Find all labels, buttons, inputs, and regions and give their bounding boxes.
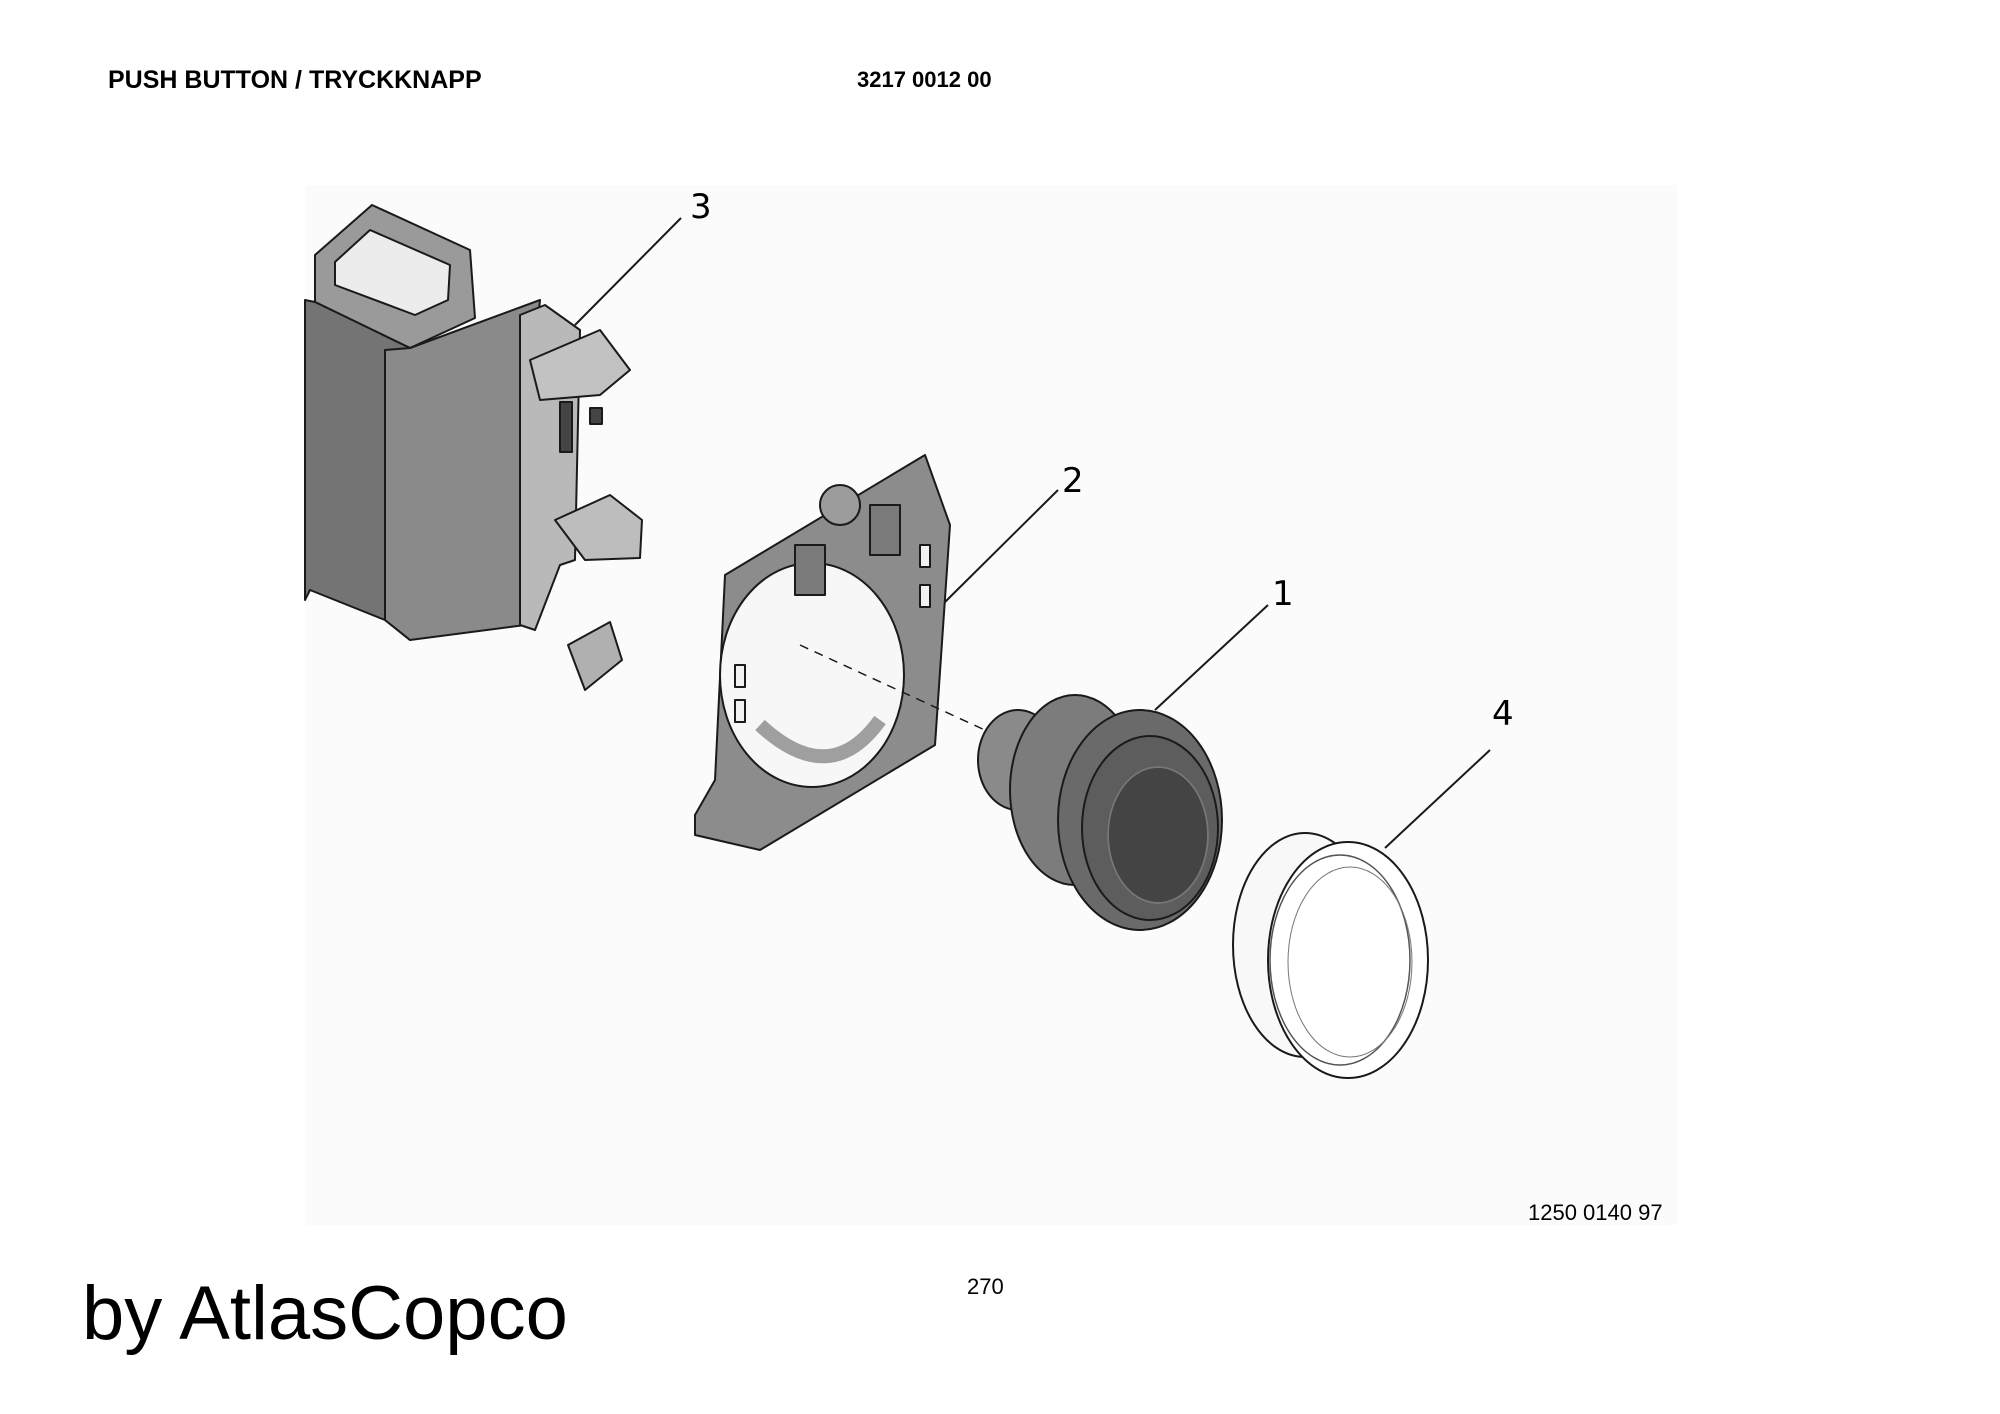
page-title: PUSH BUTTON / TRYCKKNAPP <box>108 66 482 94</box>
lens-cap-part <box>1232 832 1429 1079</box>
page-number: 270 <box>967 1274 1004 1299</box>
push-button-actuator-part <box>977 694 1223 931</box>
part-number: 3217 0012 00 <box>857 67 992 92</box>
contact-block-part <box>304 204 643 691</box>
callout-4: 4 <box>1492 694 1514 734</box>
callout-2: 2 <box>1062 461 1084 501</box>
callout-3: 3 <box>690 187 712 227</box>
brand-footer: by AtlasCopco <box>82 1271 568 1356</box>
figure-reference: 1250 0140 97 <box>1528 1200 1663 1225</box>
mounting-frame-part <box>694 454 951 851</box>
callout-1: 1 <box>1272 574 1294 614</box>
